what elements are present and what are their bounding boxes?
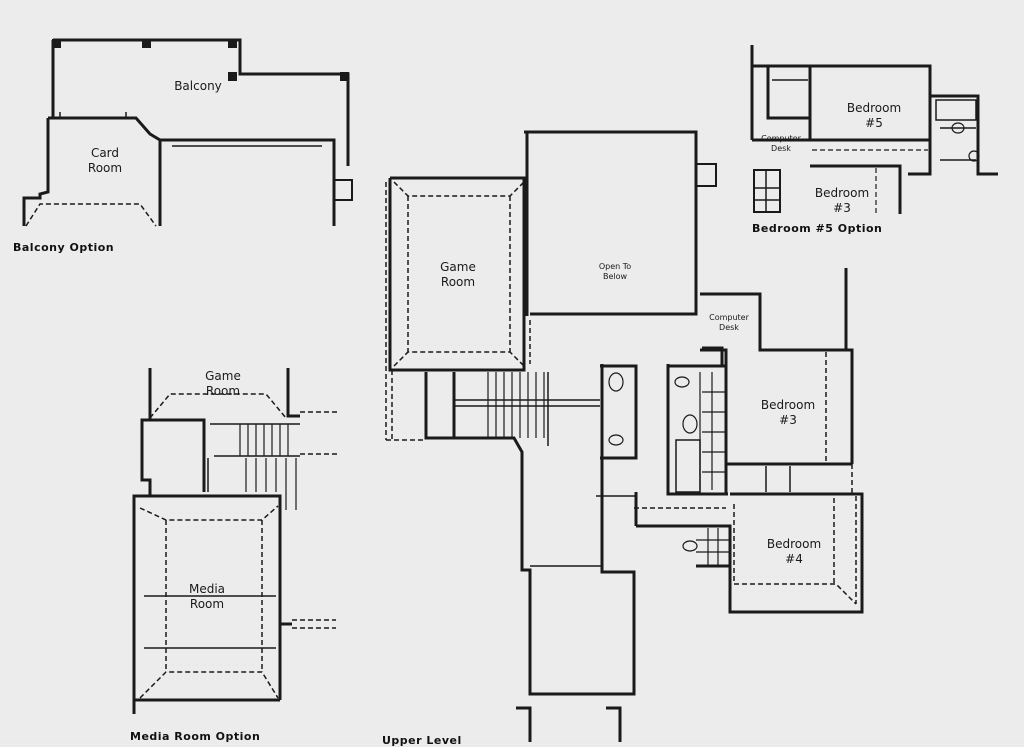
upper-level-caption: Upper Level <box>382 734 462 747</box>
bedroom5-label: Bedroom #5 <box>846 101 902 130</box>
upper-level-plan <box>385 122 980 742</box>
card-room-label: Card Room <box>87 146 123 175</box>
upper-game-room-label: Game Room <box>440 260 476 289</box>
computer-desk-label: Computer Desk <box>709 313 749 332</box>
media-room-option-plan <box>132 368 338 714</box>
balcony-room-label: Balcony <box>174 79 222 93</box>
computer-desk-label-option: Computer Desk <box>761 134 801 153</box>
bedroom3-label: Bedroom #3 <box>760 398 816 427</box>
balcony-option-caption: Balcony Option <box>13 241 115 254</box>
media-game-room-label: Game Room <box>205 369 241 398</box>
balcony-option-plan <box>22 38 353 227</box>
bedroom5-option-plan <box>750 45 998 214</box>
bedroom4-label: Bedroom #4 <box>766 537 822 566</box>
bedroom5-option-caption: Bedroom #5 Option <box>752 222 883 235</box>
media-room-option-caption: Media Room Option <box>130 730 261 743</box>
media-room-label: Media Room <box>188 582 226 611</box>
bedroom3-label-option: Bedroom #3 <box>814 186 870 215</box>
open-to-below-label: Open To Below <box>598 262 632 281</box>
